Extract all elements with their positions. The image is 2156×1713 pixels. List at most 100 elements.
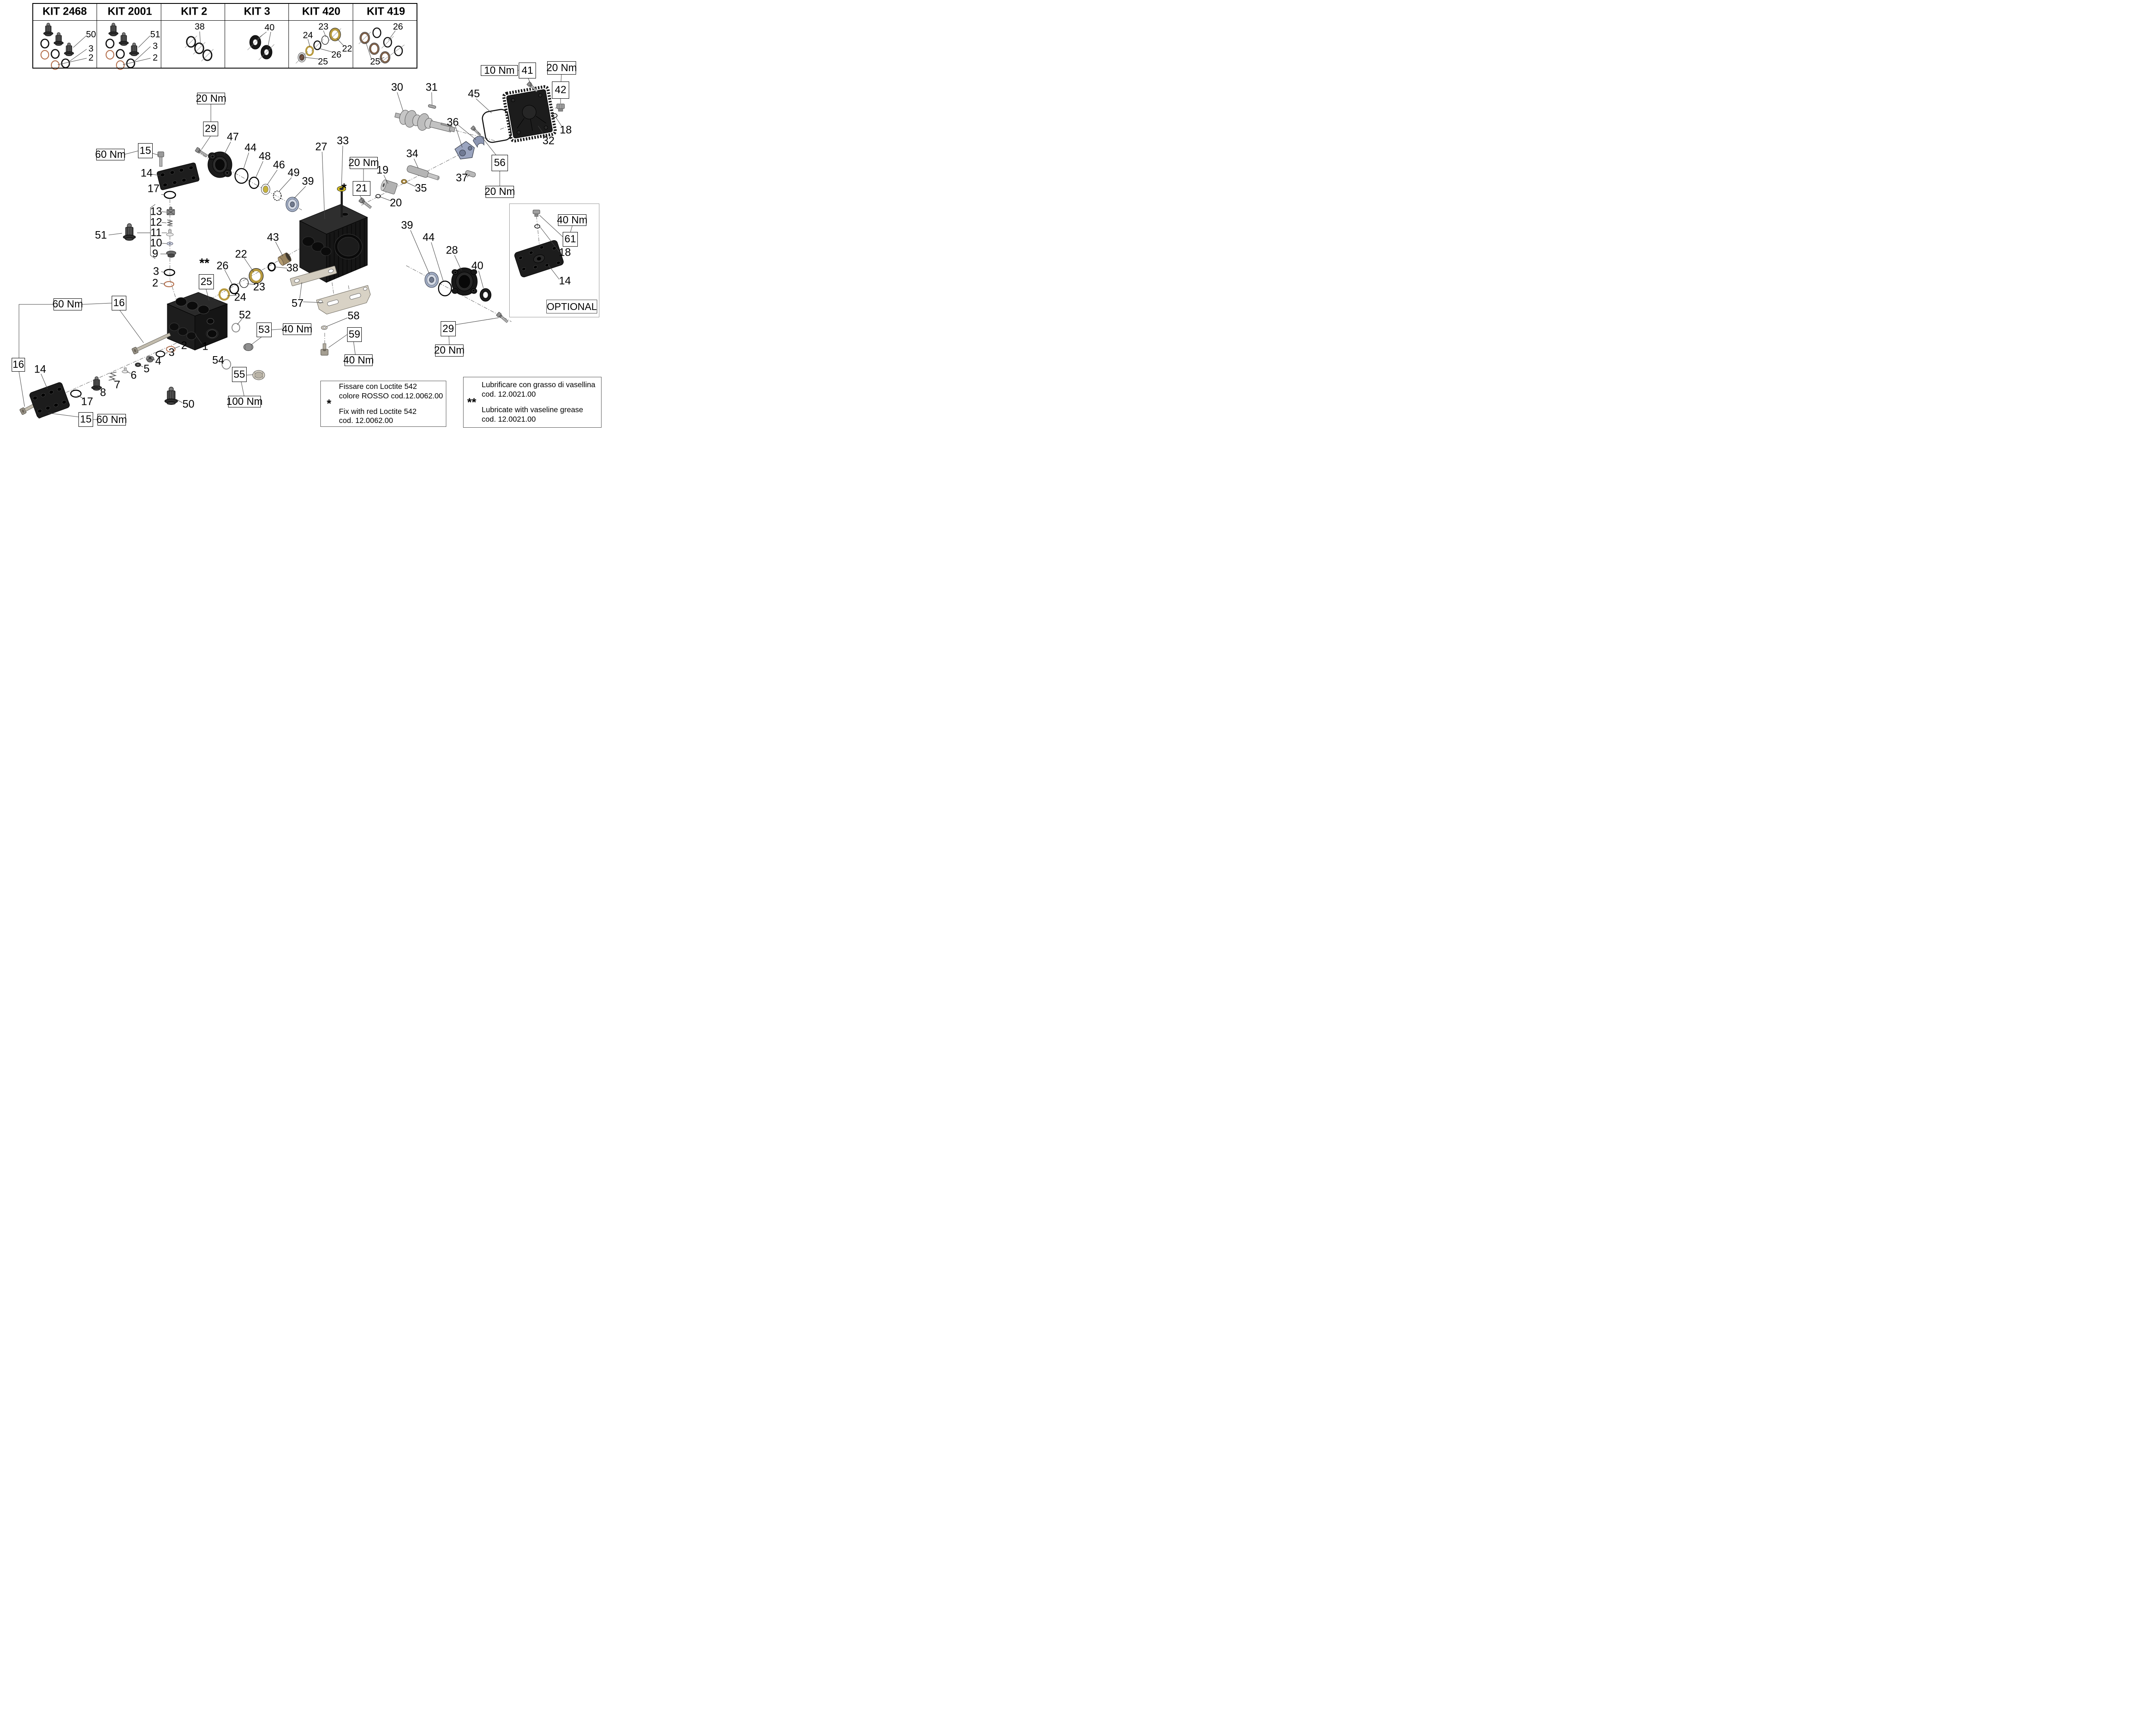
part-label-23-center: 23: [253, 281, 265, 293]
kit-419-label-25: 25: [370, 56, 380, 67]
kit-3-parts: [247, 31, 275, 60]
part-label-58: 58: [348, 310, 360, 322]
optional-plug-61: [533, 210, 540, 217]
piston-guide-34: [407, 165, 440, 181]
kit-2001-label-3: 3: [153, 41, 158, 51]
flange-28: [451, 267, 478, 296]
kit-420-label-22: 22: [342, 44, 352, 54]
part-label-17-top: 17: [147, 182, 160, 195]
part-box-25: 25: [199, 274, 214, 289]
note-loctite-en-line1: Fix with red Loctite 542: [339, 407, 417, 416]
torque-40nm-optional: 40 Nm: [557, 214, 588, 226]
part-label-7: 7: [114, 379, 120, 391]
note-grease: ** Lubrificare con grasso di vasellina c…: [463, 377, 602, 428]
spring-7: [108, 372, 117, 381]
oring-17-bottom: [70, 389, 82, 398]
part-label-20: 20: [390, 197, 402, 209]
part-label-14-optional: 14: [559, 275, 571, 287]
part-label-44-left: 44: [244, 141, 257, 154]
kit-2001-title: KIT 2001: [107, 5, 152, 18]
part-label-40: 40: [471, 260, 483, 272]
screw-16-top: [131, 331, 172, 355]
seat-4: [146, 356, 154, 363]
kit-2-title: KIT 2: [181, 5, 207, 18]
part-box-61: 61: [563, 232, 578, 247]
part-box-41: 41: [519, 63, 536, 78]
torque-20nm-screw56: 20 Nm: [484, 186, 515, 198]
screw-29-top: [194, 147, 209, 158]
part-label-46: 46: [273, 159, 285, 171]
torque-60nm-bottom: 60 Nm: [96, 413, 127, 426]
bracket-57-strap: [290, 266, 337, 286]
part-label-8: 8: [100, 386, 106, 399]
torque-100nm: 100 Nm: [226, 395, 263, 407]
screw-15-top: [157, 151, 164, 167]
part-box-16-left: 16: [12, 358, 25, 372]
part-label-30: 30: [391, 81, 403, 94]
part-box-55: 55: [232, 367, 247, 382]
part-label-37: 37: [456, 172, 468, 184]
part-label-54: 54: [212, 354, 224, 366]
asterisk-single: *: [342, 181, 347, 195]
note-grease-it-line2: cod. 12.0021.00: [482, 390, 536, 399]
key-31: [428, 104, 436, 109]
kit-420-label-23: 23: [318, 22, 329, 32]
bearing-39-left: [285, 197, 299, 212]
valve-cartridge-51: [123, 204, 156, 259]
poppet-6: [122, 367, 128, 373]
torque-20nm-screw21: 20 Nm: [348, 157, 379, 169]
part-label-5: 5: [144, 363, 150, 375]
part-label-2-stack: 2: [152, 277, 158, 289]
kit-3-title: KIT 3: [244, 5, 270, 18]
kit-2001-label-51: 51: [150, 29, 160, 40]
optional-label: OPTIONAL: [546, 300, 597, 313]
note-grease-en-line1: Lubricate with vaseline grease: [482, 405, 583, 414]
part-label-19: 19: [376, 164, 389, 176]
part-label-6: 6: [131, 369, 137, 382]
asterisk-double: **: [199, 256, 210, 270]
kit-419-parts: [358, 27, 405, 64]
part-label-4: 4: [155, 355, 161, 367]
part-label-24-center: 24: [234, 291, 246, 304]
washer-5: [135, 363, 141, 367]
part-label-31: 31: [426, 81, 438, 94]
kit-420-parts: [295, 28, 344, 64]
note-loctite: * Fissare con Loctite 542 colore ROSSO c…: [320, 381, 446, 427]
note-loctite-it-line2: colore ROSSO cod.12.0062.00: [339, 391, 443, 400]
part-label-9: 9: [152, 247, 158, 260]
kit-419-title: KIT 419: [367, 5, 405, 18]
kit-420-title: KIT 420: [302, 5, 341, 18]
part-label-22-center: 22: [235, 248, 247, 260]
kit-2-parts: [185, 31, 214, 62]
flange-47: [207, 151, 232, 178]
part-label-18-optional: 18: [559, 246, 571, 259]
torque-10nm: 10 Nm: [481, 65, 518, 76]
kit-2468-label-3: 3: [88, 44, 94, 54]
plug-53: [243, 343, 254, 351]
part-label-1: 1: [202, 340, 208, 353]
kit-419-label-26: 26: [393, 22, 403, 32]
part-label-45: 45: [468, 88, 480, 100]
part-label-2-bottom: 2: [181, 339, 187, 352]
screw-59: [320, 343, 329, 356]
plug-42: [556, 103, 565, 112]
washer-35: [401, 179, 407, 184]
valve-50: [164, 387, 178, 405]
screw-21: [358, 197, 373, 210]
part-box-21: 21: [353, 181, 370, 196]
kit-3-label-40: 40: [264, 22, 275, 33]
kit-420-label-26: 26: [331, 50, 342, 60]
part-label-18-top: 18: [560, 124, 572, 136]
kit-2468-parts: [40, 22, 87, 70]
camshaft-30: [394, 110, 456, 132]
torque-20nm-screw29: 20 Nm: [434, 344, 465, 357]
part-label-28: 28: [446, 244, 458, 257]
part-label-36: 36: [447, 116, 459, 128]
part-label-48: 48: [259, 150, 271, 163]
part-label-27: 27: [315, 141, 327, 153]
kit-2001-parts: [105, 22, 151, 70]
washer-58: [321, 326, 328, 330]
kit-420-label-25: 25: [318, 56, 328, 67]
part-label-32: 32: [542, 135, 555, 147]
bracket-57: [316, 285, 371, 315]
